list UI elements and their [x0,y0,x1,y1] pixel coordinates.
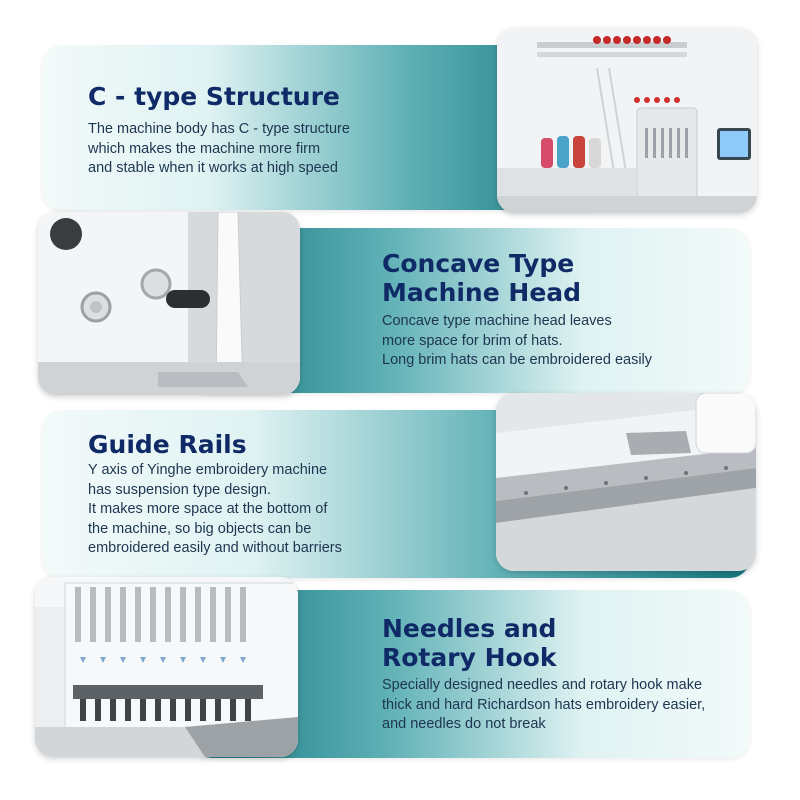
feature-title-guide-rails: Guide Rails [88,430,247,459]
guide-rails-illustration [496,393,756,571]
feature-title-concave-machine-head: Concave Type Machine Head [382,249,582,307]
guide-rails-closeup-image [496,393,756,571]
machine-full-view-image [497,28,757,213]
needle-bar-illustration [35,577,298,757]
feature-title-needles-rotary-hook: Needles and Rotary Hook [382,614,557,672]
feature-description-c-type-structure: The machine body has C - type structure … [88,121,350,176]
machine-head-illustration [38,212,300,395]
machine-head-closeup-image [38,212,300,395]
embroidery-machine-illustration [497,28,757,213]
feature-description-needles-rotary-hook: Specially designed needles and rotary ho… [382,677,706,732]
feature-description-guide-rails: Y axis of Yinghe embroidery machine has … [88,462,342,556]
feature-title-c-type-structure: C - type Structure [88,82,340,111]
needles-closeup-image [35,577,298,757]
feature-description-concave-machine-head: Concave type machine head leaves more sp… [382,313,653,368]
